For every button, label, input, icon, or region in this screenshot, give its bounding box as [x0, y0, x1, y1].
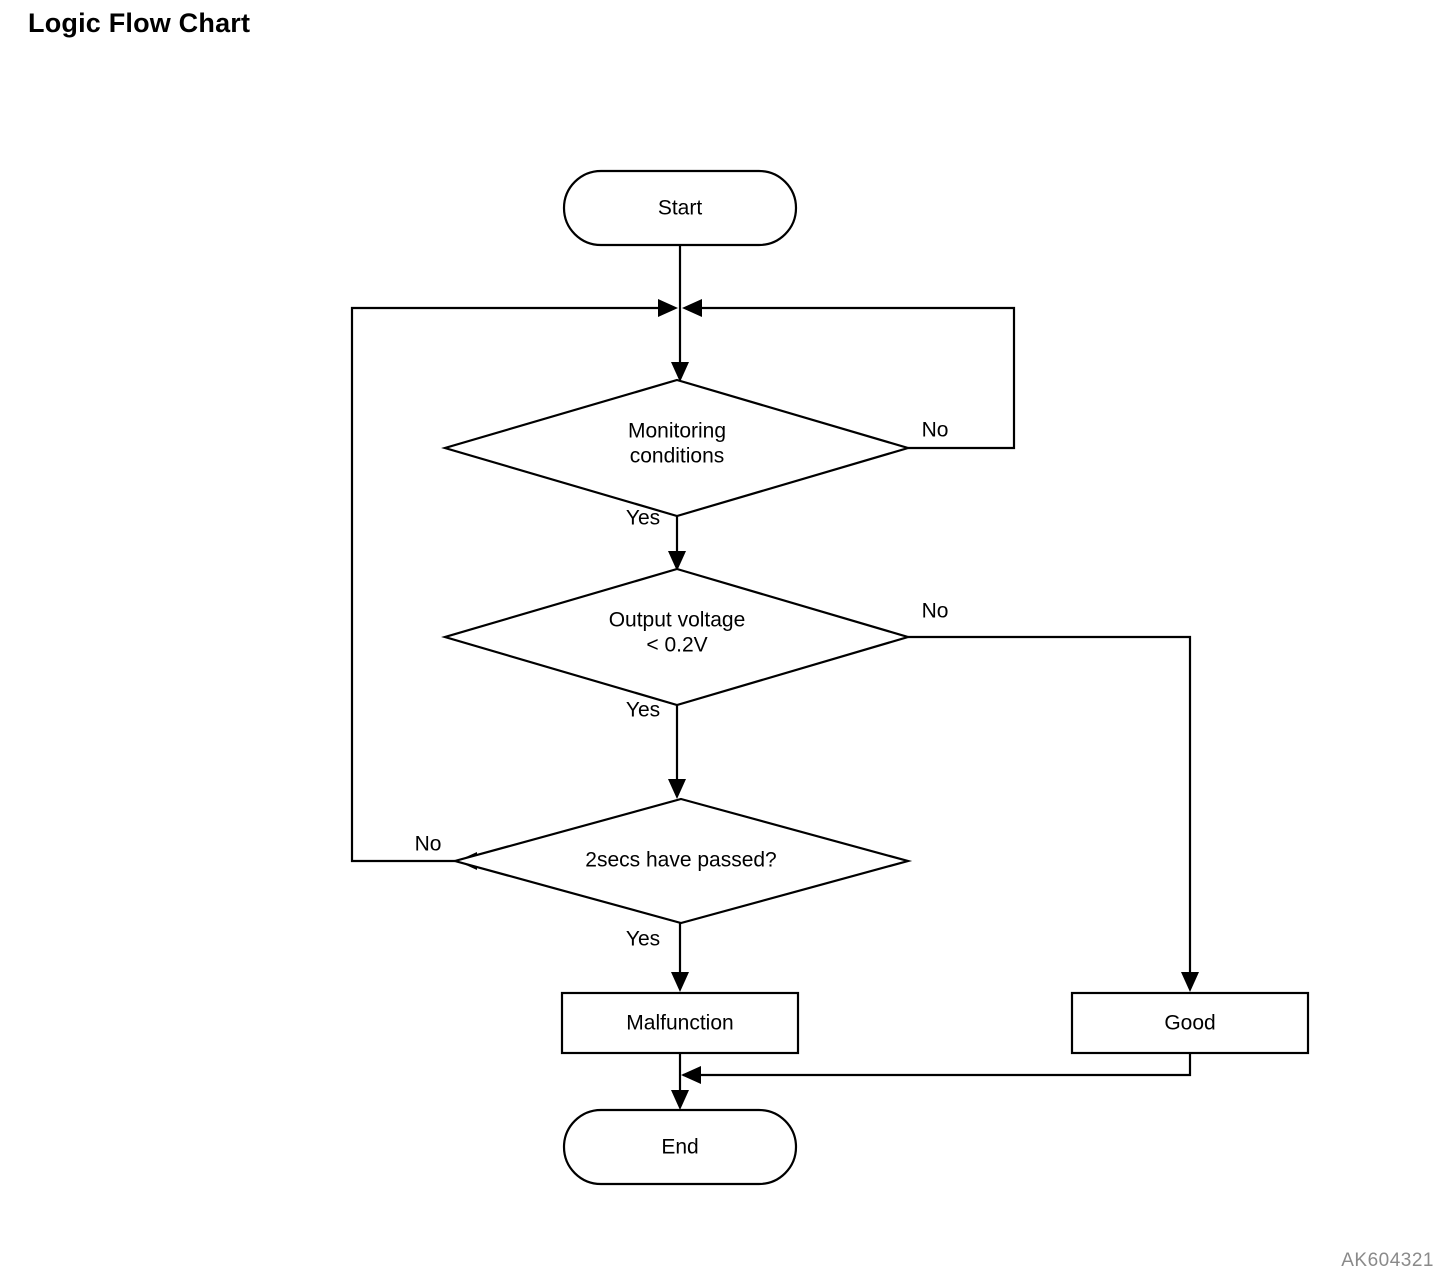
edge-label-monitoring-yes: Yes — [626, 507, 660, 530]
voltage-label-line1: Output voltage — [609, 609, 746, 632]
arrowhead-into-voltage — [668, 551, 686, 571]
twosecs-label: 2secs have passed? — [585, 849, 776, 872]
arrowhead-into-monitoring — [671, 362, 689, 382]
arrowhead-junction-from-left — [658, 299, 678, 317]
edge-label-twosecs-no: No — [415, 833, 442, 856]
good-shape — [1070, 991, 1310, 1055]
node-start[interactable]: Start — [562, 169, 798, 247]
malfunction-label: Malfunction — [626, 1012, 733, 1035]
node-twosecs-passed[interactable]: 2secs have passed? — [450, 797, 913, 925]
malfunction-shape — [560, 991, 800, 1055]
edge-voltage-no-to-good — [908, 635, 1192, 988]
node-output-voltage[interactable]: Output voltage < 0.2V — [441, 567, 912, 707]
arrowhead-into-twosecs — [668, 779, 686, 799]
voltage-label-line2: < 0.2V — [646, 634, 707, 657]
node-monitoring-conditions[interactable]: Monitoring conditions — [441, 378, 912, 518]
arrowhead-into-end — [671, 1090, 689, 1110]
node-end[interactable]: End — [562, 1108, 798, 1186]
edge-twosecs-no-loopback — [350, 306, 660, 863]
edge-label-monitoring-no: No — [922, 419, 949, 442]
node-good[interactable]: Good — [1070, 991, 1310, 1055]
monitoring-label-line1: Monitoring — [628, 420, 726, 443]
watermark-code: AK604321 — [1341, 1250, 1434, 1271]
monitoring-label-line2: conditions — [630, 445, 725, 468]
arrowhead-into-malfunction — [671, 972, 689, 992]
twosecs-shape — [450, 797, 913, 925]
edge-label-voltage-no: No — [922, 600, 949, 623]
end-label: End — [661, 1136, 698, 1159]
start-label: Start — [658, 197, 703, 220]
edge-label-twosecs-yes: Yes — [626, 928, 660, 951]
end-shape — [562, 1108, 798, 1186]
monitoring-shape — [441, 378, 912, 518]
page-title: Logic Flow Chart — [28, 8, 251, 38]
edge-monitoring-no-loopback — [700, 306, 1016, 450]
edge-label-voltage-yes: Yes — [626, 699, 660, 722]
edge-good-to-end-merge — [683, 1053, 1192, 1077]
voltage-shape — [441, 567, 912, 707]
arrowhead-good-merge — [681, 1066, 701, 1084]
arrowhead-into-good — [1181, 972, 1199, 992]
arrowhead-junction-from-right — [682, 299, 702, 317]
start-shape — [562, 169, 798, 247]
node-malfunction[interactable]: Malfunction — [560, 991, 800, 1055]
good-label: Good — [1164, 1012, 1215, 1035]
